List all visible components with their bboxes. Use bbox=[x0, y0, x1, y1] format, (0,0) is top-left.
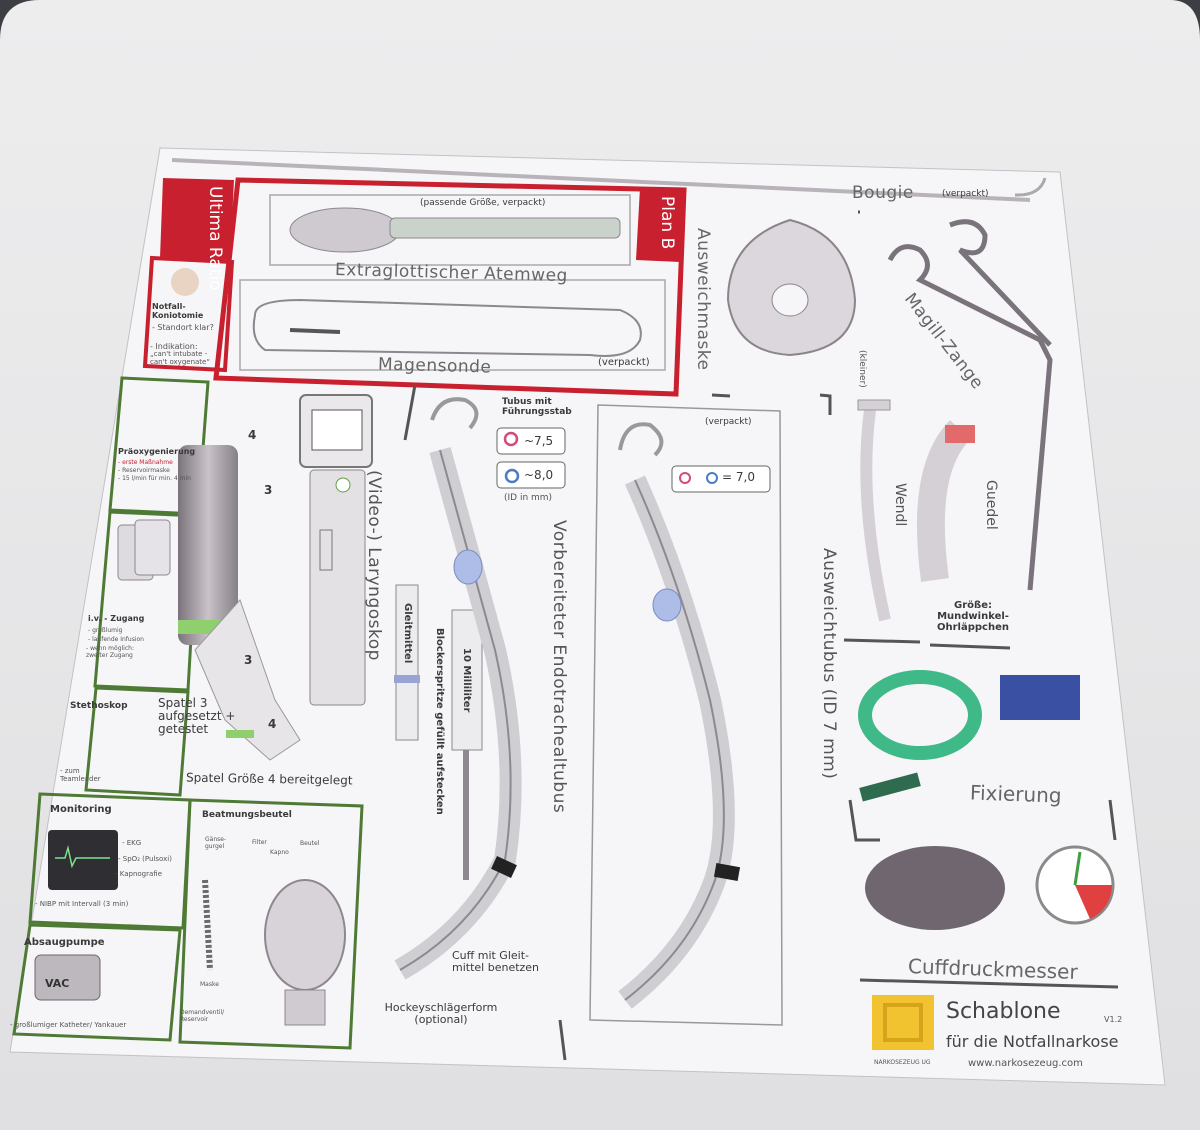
title-version: V1.2 bbox=[1104, 1015, 1123, 1024]
mask-label: Ausweichmaske bbox=[693, 228, 713, 371]
blade-number-3: 3 bbox=[244, 653, 253, 667]
iv-item-1: - großlumig bbox=[88, 627, 123, 634]
syringe-lube-label: Gleitmittel bbox=[402, 603, 413, 664]
suction-device: VAC bbox=[45, 977, 70, 990]
size-note: Größe: Mundwinkel-Ohrläppchen bbox=[937, 600, 1009, 633]
bag-label-maske: Maske bbox=[200, 981, 219, 988]
monitoring-item-1: - EKG bbox=[122, 839, 142, 847]
bag-head: Beatmungsbeutel bbox=[202, 810, 292, 820]
backup-tube-size: = 7,0 bbox=[722, 470, 755, 484]
iv-item-3: - wenn möglich: zweiter Zugang bbox=[86, 645, 134, 659]
suction-head: Absaugpumpe bbox=[24, 937, 105, 948]
title-sub: für die Notfallnarkose bbox=[946, 1032, 1119, 1051]
stetho-head: Stethoskop bbox=[70, 701, 128, 711]
blade-number-2: 3 bbox=[264, 483, 273, 497]
stetho-item: - zum Teamleader bbox=[60, 767, 101, 783]
ett-cuff-note: Cuff mit Gleit-mittel benetzen bbox=[452, 949, 540, 975]
title-url: www.narkosezeug.com bbox=[968, 1058, 1083, 1069]
ngt-note: (verpackt) bbox=[598, 357, 650, 368]
ett-male-size: ~8,0 bbox=[524, 468, 554, 482]
bag-label-gans: Gänse-gurgel bbox=[205, 836, 227, 850]
suction-item: - großlumiger Katheter/ Yankauer bbox=[10, 1021, 127, 1029]
spatel3-note: Spatel 3 aufgesetzt + getestet bbox=[158, 696, 236, 737]
preox-item-2: - Reservoirmaske bbox=[118, 467, 170, 474]
ett-female-size: ~7,5 bbox=[524, 434, 554, 448]
bag-label-kapno: Kapno bbox=[270, 849, 289, 856]
blade-number-4: 4 bbox=[268, 717, 277, 731]
syringe-block-label: Blockerspritze gefüllt aufstecken bbox=[434, 628, 445, 815]
sga-note: (passende Größe, verpackt) bbox=[420, 198, 546, 208]
preox-item-3: - 15 l/min für min. 4 min bbox=[118, 475, 191, 482]
fix-label: Fixierung bbox=[969, 780, 1062, 808]
ett-stylet-label: Tubus mit Führungsstab bbox=[502, 397, 572, 417]
preox-head: Präoxygenierung bbox=[118, 447, 196, 456]
koniotomie-head: Notfall-Koniotomie bbox=[152, 302, 204, 320]
cuffdruck-label: Cuffdruckmesser bbox=[907, 954, 1079, 984]
title-brand: NARKOSEZEUG UG bbox=[874, 1059, 931, 1066]
ultima-ratio-label: Ultima Ratio bbox=[205, 186, 225, 291]
preox-item-1: - erste Maßnahme bbox=[118, 459, 173, 466]
kleiner-note: (kleiner) bbox=[857, 350, 867, 388]
monitoring-head: Monitoring bbox=[50, 804, 112, 815]
guedel-label: Guedel bbox=[983, 480, 999, 530]
wendl-label: Wendl bbox=[892, 483, 908, 527]
ett-id-note: (ID in mm) bbox=[504, 493, 553, 503]
monitoring-item-3: - Kapnografie bbox=[115, 870, 162, 878]
laryngoscope-label: (Video-) Laryngoskop bbox=[364, 470, 384, 661]
monitoring-item-2: - SpO₂ (Pulsoxi) bbox=[118, 855, 172, 863]
ett-hockey-note: Hockeyschlägerform (optional) bbox=[384, 1001, 498, 1027]
bougie-label: Bougie bbox=[852, 183, 914, 203]
syringe-ml-label: 10 Milliliter bbox=[461, 648, 472, 713]
koniotomie-item-4: can't oxygenate“ bbox=[150, 358, 210, 366]
ngt-label: Magensonde bbox=[377, 354, 492, 378]
bag-label-demand: Demandventil/ Reservoir bbox=[180, 1009, 225, 1023]
title-main: Schablone bbox=[946, 999, 1061, 1024]
backup-tube-note: (verpackt) bbox=[705, 417, 752, 427]
koniotomie-item-2: - Indikation: bbox=[150, 342, 198, 351]
iv-head: i.v. - Zugang bbox=[88, 614, 145, 623]
blade-number-1: 4 bbox=[248, 428, 257, 442]
iv-item-2: - laufende Infusion bbox=[88, 636, 144, 643]
koniotomie-item-3: „can't intubate - bbox=[150, 350, 208, 358]
bag-label-filter: Filter bbox=[252, 839, 267, 846]
monitoring-nibp: - NIBP mit Intervall (3 min) bbox=[35, 900, 129, 908]
ett-label: Vorbereiteter Endotrachealtubus bbox=[549, 520, 569, 814]
plan-b-label: Plan B bbox=[657, 196, 677, 250]
backup-tube-label: Ausweichtubus (ID 7 mm) bbox=[819, 548, 839, 780]
bag-label-beutel: Beutel bbox=[300, 840, 320, 847]
koniotomie-item-1: - Standort klar? bbox=[152, 323, 214, 332]
bougie-note: (verpackt) bbox=[942, 189, 989, 199]
